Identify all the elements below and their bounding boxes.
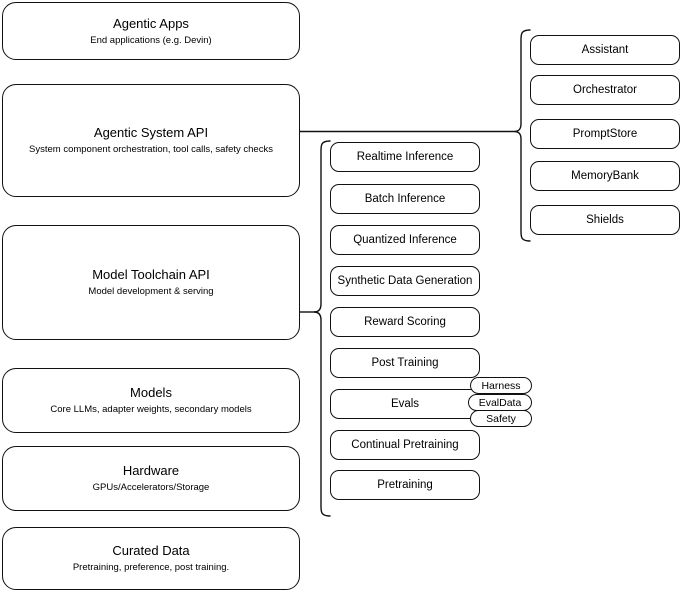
capability-label: Continual Pretraining — [351, 439, 459, 451]
component-memorybank[interactable]: MemoryBank — [530, 161, 680, 191]
badge-harness[interactable]: Harness — [470, 377, 532, 394]
layer-title: Models — [130, 385, 172, 400]
capability-post-training[interactable]: Post Training — [330, 348, 480, 378]
layer-models[interactable]: Models Core LLMs, adapter weights, secon… — [2, 368, 300, 433]
layer-curated-data[interactable]: Curated Data Pretraining, preference, po… — [2, 527, 300, 590]
brace-toolchain-capabilities — [313, 140, 331, 517]
layer-model-toolchain-api[interactable]: Model Toolchain API Model development & … — [2, 225, 300, 340]
layer-subtitle: System component orchestration, tool cal… — [29, 144, 273, 155]
component-orchestrator[interactable]: Orchestrator — [530, 75, 680, 105]
component-label: PromptStore — [572, 128, 638, 140]
layer-subtitle: Pretraining, preference, post training. — [72, 562, 230, 573]
component-label: Shields — [586, 214, 624, 226]
component-label: MemoryBank — [571, 170, 639, 182]
component-promptstore[interactable]: PromptStore — [530, 119, 680, 149]
brace-system-components — [513, 29, 531, 242]
layer-agentic-apps[interactable]: Agentic Apps End applications (e.g. Devi… — [2, 2, 300, 60]
badge-evaldata[interactable]: EvalData — [468, 394, 532, 411]
capability-label: Quantized Inference — [353, 234, 457, 246]
layer-title: Hardware — [122, 463, 180, 478]
layer-title: Curated Data — [112, 543, 190, 558]
badge-safety[interactable]: Safety — [470, 410, 532, 427]
capability-label: Realtime Inference — [356, 151, 454, 163]
capability-label: Batch Inference — [364, 193, 446, 205]
badge-label: EvalData — [478, 396, 522, 409]
component-assistant[interactable]: Assistant — [530, 35, 680, 65]
capability-synthetic-data-generation[interactable]: Synthetic Data Generation — [330, 266, 480, 296]
capability-label: Evals — [390, 398, 420, 410]
badge-label: Safety — [486, 412, 516, 425]
capability-continual-pretraining[interactable]: Continual Pretraining — [330, 430, 480, 460]
layer-subtitle: Core LLMs, adapter weights, secondary mo… — [50, 404, 252, 415]
layer-hardware[interactable]: Hardware GPUs/Accelerators/Storage — [2, 446, 300, 511]
capability-batch-inference[interactable]: Batch Inference — [330, 184, 480, 214]
capability-quantized-inference[interactable]: Quantized Inference — [330, 225, 480, 255]
layer-agentic-system-api[interactable]: Agentic System API System component orch… — [2, 84, 300, 197]
layer-subtitle: Model development & serving — [88, 286, 214, 297]
layer-subtitle: End applications (e.g. Devin) — [90, 34, 212, 46]
component-shields[interactable]: Shields — [530, 205, 680, 235]
layer-subtitle: GPUs/Accelerators/Storage — [92, 482, 210, 493]
capability-label: Reward Scoring — [364, 316, 446, 328]
capability-label: Pretraining — [377, 479, 433, 491]
capability-label: Synthetic Data Generation — [337, 275, 473, 287]
component-label: Orchestrator — [573, 84, 637, 96]
layer-title: Agentic Apps — [113, 15, 189, 31]
capability-realtime-inference[interactable]: Realtime Inference — [330, 142, 480, 172]
layer-title: Model Toolchain API — [92, 267, 210, 282]
capability-reward-scoring[interactable]: Reward Scoring — [330, 307, 480, 337]
component-label: Assistant — [581, 44, 629, 56]
capability-pretraining[interactable]: Pretraining — [330, 470, 480, 500]
layer-title: Agentic System API — [93, 125, 209, 140]
badge-label: Harness — [481, 379, 521, 392]
capability-evals[interactable]: Evals — [330, 389, 480, 419]
capability-label: Post Training — [371, 357, 439, 369]
